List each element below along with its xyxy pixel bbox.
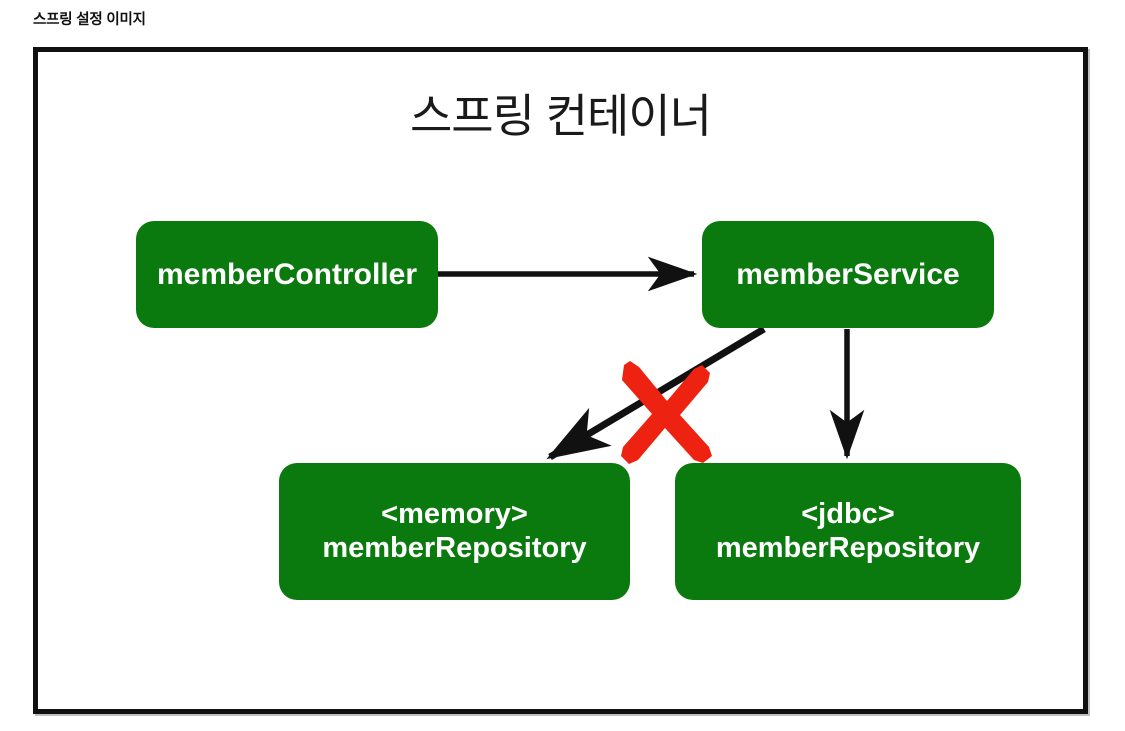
diagram-edges xyxy=(438,256,865,461)
diagram-title: 스프링 컨테이너 xyxy=(409,90,712,142)
bean-label-line: memberController xyxy=(156,257,418,291)
bean-label-line-2: memberRepository xyxy=(322,531,587,564)
red-x-mark-icon xyxy=(621,361,712,464)
bean-box-jdbc-repository[interactable]: <jdbc> memberRepository xyxy=(675,463,1021,600)
bean-label-line-1: <memory> xyxy=(381,497,528,530)
bean-box-member-controller[interactable]: memberController xyxy=(136,221,438,328)
spring-container-frame: 스프링 컨테이너 memberController memberService … xyxy=(33,47,1088,714)
bean-label-line: memberService xyxy=(736,257,960,291)
bean-box-member-service[interactable]: memberService xyxy=(702,221,994,328)
figure-caption: 스프링 설정 이미지 xyxy=(33,12,146,28)
edge-service-to-memory-repository xyxy=(546,325,766,461)
bean-box-memory-repository[interactable]: <memory> memberRepository xyxy=(279,463,630,600)
bean-label-line-2: memberRepository xyxy=(715,531,981,564)
bean-label-line-1: <jdbc> xyxy=(801,497,895,530)
